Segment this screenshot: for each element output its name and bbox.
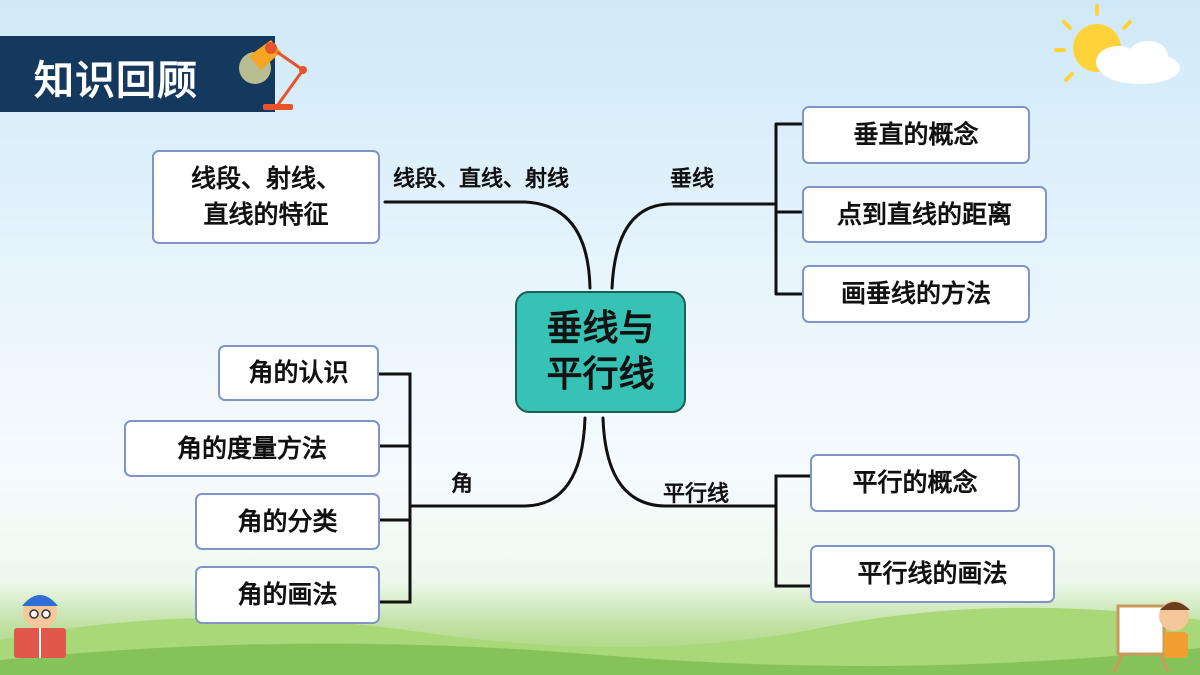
node-point-line-distance: 点到直线的距离 (802, 186, 1047, 243)
title-bar (0, 36, 275, 112)
central-topic-line1: 垂线与 (546, 308, 655, 349)
branch-label-parallel: 平行线 (663, 482, 730, 507)
node-draw-perpendicular: 画垂线的方法 (802, 265, 1030, 323)
connector-perpendicular-bracket (774, 122, 807, 296)
connector-angle-bracket (378, 372, 412, 604)
reading-kid-icon (14, 595, 66, 658)
branch-label-angle: 角 (451, 472, 474, 497)
node-parallel-concept: 平行的概念 (810, 454, 1020, 512)
sun-cloud-icon (1054, 4, 1180, 84)
central-topic-line2: 平行线 (546, 354, 655, 395)
node-angle-measurement: 角的度量方法 (124, 420, 380, 477)
connector-perpendicular (610, 202, 778, 290)
connector-segments (383, 200, 592, 290)
node-segments-line1: 线段、射线、 (190, 164, 341, 193)
node-angle-drawing: 角的画法 (195, 566, 380, 624)
branch-label-segments: 线段、直线、射线 (393, 167, 570, 192)
connector-angle (408, 416, 587, 508)
branch-label-perpendicular: 垂线 (670, 167, 715, 192)
node-draw-parallel: 平行线的画法 (810, 545, 1055, 603)
connector-parallel (601, 416, 778, 508)
central-topic: 垂线与 平行线 (515, 291, 686, 413)
node-angle-classification: 角的分类 (195, 493, 380, 550)
node-segments-features: 线段、射线、 直线的特征 (152, 150, 380, 244)
desk-lamp-icon (239, 40, 307, 110)
connector-parallel-bracket (774, 474, 812, 588)
node-perpendicular-concept: 垂直的概念 (802, 106, 1030, 164)
page-title: 知识回顾 (34, 58, 198, 104)
node-segments-line2: 直线的特征 (203, 200, 329, 229)
node-angle-recognition: 角的认识 (218, 345, 379, 401)
painting-kid-icon (1112, 601, 1190, 673)
